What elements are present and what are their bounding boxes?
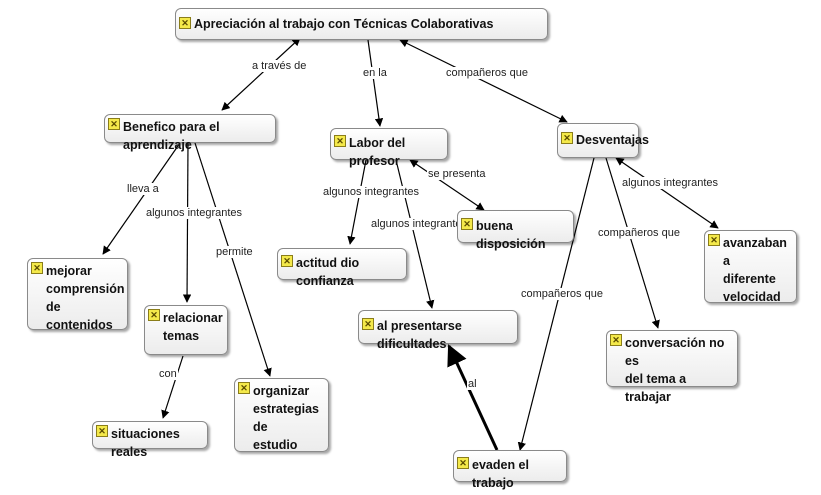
concept-icon: ✕: [457, 457, 469, 469]
concept-label: organizar estrategias de estudio: [253, 384, 320, 452]
link-label-con: con: [158, 368, 178, 380]
link-label-algunos-integrantes-3: algunos integrantes: [370, 218, 469, 230]
concept-node-presentarse[interactable]: ✕ al presentarse dificultades: [358, 310, 518, 351]
edge-labor-presentarse: [395, 159, 435, 309]
concept-label: al presentarse dificultades: [377, 319, 462, 351]
concept-icon: ✕: [362, 318, 374, 330]
edge-beneficio-organizar: [194, 142, 272, 377]
concept-label: relacionar temas: [163, 311, 223, 343]
edge-desventajas-evaden: [517, 157, 595, 451]
concept-node-organizar[interactable]: ✕ organizar estrategias de estudio: [234, 378, 329, 452]
edge-evaden-presentarse: [447, 344, 499, 451]
link-label-algunos-integrantes-1: algunos integrantes: [145, 207, 244, 219]
edge-beneficio-relacionar: [182, 142, 192, 303]
concept-icon: ✕: [108, 118, 120, 130]
concept-node-evaden[interactable]: ✕ evaden el trabajo: [453, 450, 567, 490]
concept-label: avanzaban a diferente velocidad: [723, 236, 787, 304]
concept-icon: ✕: [238, 382, 250, 394]
edge-desventajas-avanzaban: [615, 157, 719, 229]
link-label-companeros-que-3: compañeros que: [520, 288, 604, 300]
concept-label: Labor del profesor: [349, 136, 406, 168]
edge-labor-buena: [409, 159, 485, 211]
concept-node-root[interactable]: ✕ Apreciación al trabajo con Técnicas Co…: [175, 8, 548, 40]
link-label-lleva-a: lleva a: [126, 183, 160, 195]
concept-node-avanzaban[interactable]: ✕ avanzaban a diferente velocidad: [704, 230, 797, 304]
link-label-permite: permite: [215, 246, 254, 258]
link-label-en-la: en la: [362, 67, 388, 79]
concept-icon: ✕: [561, 132, 573, 144]
concept-node-beneficio[interactable]: ✕ Benefico para el aprendizaje: [104, 114, 276, 152]
concept-node-desventajas[interactable]: ✕ Desventajas: [557, 123, 649, 158]
edge-desventajas-conversacion: [605, 157, 660, 329]
concept-node-buena[interactable]: ✕ buena disposición: [457, 210, 574, 251]
edge-root-desventajas: [399, 39, 568, 123]
edge-root-beneficio: [221, 37, 301, 111]
concept-label: actitud dio confianza: [296, 256, 360, 288]
concept-label: mejorar comprensión de contenidos: [46, 264, 125, 332]
concept-icon: ✕: [708, 234, 720, 246]
link-label-a-traves-de: a través de: [251, 60, 308, 72]
concept-node-labor[interactable]: ✕ Labor del profesor: [330, 128, 448, 168]
concept-label: Desventajas: [576, 133, 649, 147]
concept-icon: ✕: [461, 218, 473, 230]
link-label-companeros-que-1: compañeros que: [445, 67, 529, 79]
concept-icon: ✕: [31, 262, 43, 274]
concept-node-situaciones[interactable]: ✕ situaciones reales: [92, 421, 208, 459]
concept-node-actitud[interactable]: ✕ actitud dio confianza: [277, 248, 407, 288]
concept-icon: ✕: [96, 425, 108, 437]
concept-icon: ✕: [179, 17, 191, 29]
concept-label: situaciones reales: [111, 427, 180, 459]
concept-icon: ✕: [610, 334, 622, 346]
concept-icon: ✕: [148, 309, 160, 321]
concept-node-mejorar[interactable]: ✕ mejorar comprensión de contenidos: [27, 258, 128, 332]
edge-relacionar-situaciones: [161, 355, 184, 419]
concept-node-relacionar[interactable]: ✕ relacionar temas: [144, 305, 228, 355]
edge-beneficio-mejorar: [102, 142, 181, 255]
link-label-algunos-integrantes-4: algunos integrantes: [621, 177, 720, 189]
concept-label: evaden el trabajo: [472, 458, 529, 490]
concept-label: Benefico para el aprendizaje: [123, 120, 220, 152]
concept-icon: ✕: [334, 135, 346, 147]
concept-icon: ✕: [281, 255, 293, 267]
link-label-companeros-que-2: compañeros que: [597, 227, 681, 239]
concept-label: buena disposición: [476, 219, 546, 251]
link-label-al: al: [467, 378, 478, 390]
link-label-algunos-integrantes-2: algunos integrantes: [322, 186, 421, 198]
concept-label: Apreciación al trabajo con Técnicas Cola…: [194, 17, 494, 31]
link-label-se-presenta: se presenta: [427, 168, 487, 180]
edge-labor-actitud: [347, 159, 367, 245]
edge-root-labor: [367, 39, 384, 127]
concept-node-conversacion[interactable]: ✕ conversación no es del tema a trabajar: [606, 330, 738, 404]
concept-label: conversación no es del tema a trabajar: [625, 336, 725, 404]
